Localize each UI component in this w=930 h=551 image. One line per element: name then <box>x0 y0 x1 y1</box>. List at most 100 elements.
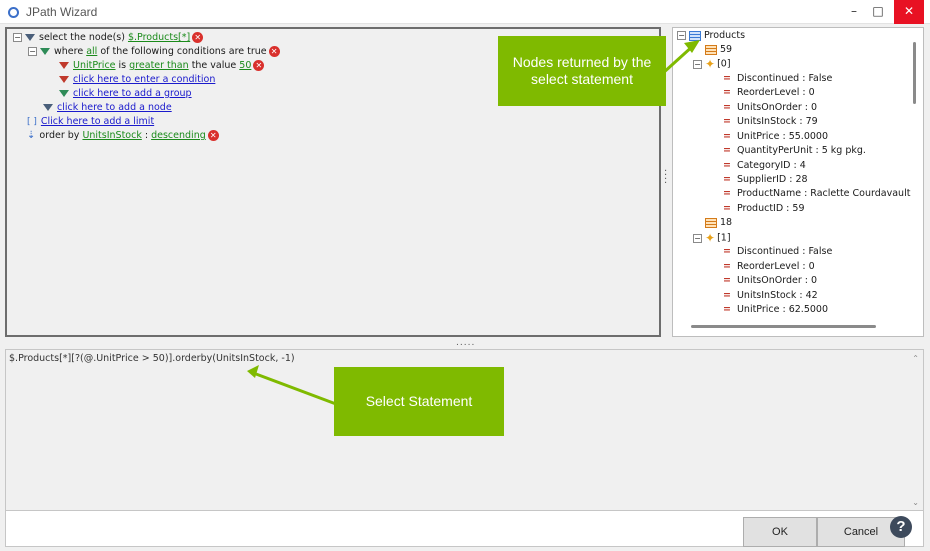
add-limit-row: [ ]Click here to add a limit <box>27 115 154 129</box>
ok-button[interactable]: OK <box>743 517 817 547</box>
close-button[interactable]: ✕ <box>894 0 924 24</box>
result-key-row[interactable]: 18 <box>705 216 732 230</box>
property-icon: = <box>723 246 731 257</box>
order-by-row: ⇣order by UnitsInStock : descending✕ <box>27 129 219 143</box>
result-field[interactable]: =Discontinued : False <box>723 246 833 257</box>
group-icon <box>59 90 69 97</box>
collapse-icon[interactable]: − <box>693 59 702 69</box>
result-index: [1] <box>717 232 731 244</box>
select-node-row: − select the node(s) $.Products[*]✕ <box>13 31 204 45</box>
condition-value-link[interactable]: 50 <box>239 60 252 71</box>
select-prefix: select the node(s) <box>39 32 125 43</box>
property-icon: = <box>723 160 731 171</box>
remove-icon[interactable]: ✕ <box>268 46 280 57</box>
maximize-button[interactable]: □ <box>872 4 884 18</box>
root-label: Products <box>704 30 746 41</box>
remove-icon[interactable]: ✕ <box>253 60 265 71</box>
result-field[interactable]: =ProductID : 59 <box>723 203 805 214</box>
result-field[interactable]: =Discontinued : False <box>723 73 833 84</box>
horizontal-scrollbar[interactable] <box>691 325 876 328</box>
condition-row: UnitPrice is greater than the value 50✕ <box>59 59 265 73</box>
property-icon: = <box>723 174 731 185</box>
filter-group-icon <box>40 48 50 55</box>
condition-the-value: the value <box>191 60 237 71</box>
add-group-link[interactable]: click here to add a group <box>73 88 192 99</box>
object-icon: ✦ <box>705 57 716 71</box>
result-field[interactable]: =ProductName : Raclette Courdavault <box>723 188 911 199</box>
add-condition-link[interactable]: click here to enter a condition <box>73 74 216 85</box>
add-node-link[interactable]: click here to add a node <box>57 102 172 113</box>
property-icon: = <box>723 116 731 127</box>
quantifier-link[interactable]: all <box>86 46 98 57</box>
remove-icon[interactable]: ✕ <box>207 130 219 141</box>
order-prefix: order by <box>39 130 80 141</box>
result-field[interactable]: =UnitsInStock : 42 <box>723 290 818 301</box>
result-key-row[interactable]: 59 <box>705 43 732 57</box>
property-icon: = <box>723 188 731 199</box>
result-field[interactable]: =UnitsInStock : 79 <box>723 116 818 127</box>
table-icon <box>705 217 717 228</box>
select-path-link[interactable]: $.Products[*] <box>127 32 191 43</box>
filter-icon <box>25 34 35 41</box>
result-key: 59 <box>720 44 733 55</box>
property-icon: = <box>723 275 731 286</box>
table-icon <box>689 30 701 41</box>
nodes-callout: Nodes returned by the select statement <box>498 36 666 106</box>
result-tree-panel[interactable]: −Products 59 −✦[0] =Discontinued : False… <box>672 27 924 337</box>
collapse-icon[interactable]: − <box>13 33 22 42</box>
property-icon: = <box>723 131 731 142</box>
tree-root[interactable]: − Products <box>677 29 745 43</box>
result-field[interactable]: =UnitsOnOrder : 0 <box>723 275 818 286</box>
statement-text[interactable]: $.Products[*][?(@.UnitPrice > 50)].order… <box>9 353 295 364</box>
result-field[interactable]: =UnitPrice : 62.5000 <box>723 304 829 315</box>
scroll-down-icon[interactable]: ⌄ <box>912 498 919 507</box>
property-icon: = <box>723 290 731 301</box>
table-icon <box>705 44 717 55</box>
vertical-scrollbar[interactable] <box>913 42 916 104</box>
add-limit-link[interactable]: Click here to add a limit <box>40 116 155 127</box>
result-index: [0] <box>717 58 731 70</box>
add-node-row: click here to add a node <box>43 101 172 115</box>
result-field[interactable]: =SupplierID : 28 <box>723 174 808 185</box>
sort-icon: ⇣ <box>27 130 36 141</box>
where-prefix: where <box>54 46 84 57</box>
property-icon: = <box>723 304 731 315</box>
scroll-up-icon[interactable]: ⌃ <box>912 354 919 363</box>
minimize-button[interactable]: – <box>851 4 857 18</box>
result-field[interactable]: =QuantityPerUnit : 5 kg pkg. <box>723 145 866 156</box>
help-icon[interactable]: ? <box>890 516 912 538</box>
result-field[interactable]: =UnitsOnOrder : 0 <box>723 102 818 113</box>
property-icon: = <box>723 203 731 214</box>
where-suffix: of the following conditions are true <box>100 46 267 57</box>
result-field[interactable]: =CategoryID : 4 <box>723 160 806 171</box>
add-condition-row: click here to enter a condition <box>59 73 215 87</box>
condition-is: is <box>118 60 127 71</box>
order-separator: : <box>144 130 149 141</box>
window-title: JPath Wizard <box>26 5 98 19</box>
horizontal-splitter[interactable]: ..... <box>456 338 476 348</box>
property-icon: = <box>723 73 731 84</box>
order-direction-link[interactable]: descending <box>151 130 206 141</box>
condition-field-link[interactable]: UnitPrice <box>73 60 116 71</box>
remove-icon[interactable]: ✕ <box>192 32 204 43</box>
statement-callout: Select Statement <box>334 367 504 436</box>
property-icon: = <box>723 261 731 272</box>
result-field[interactable]: =UnitPrice : 55.0000 <box>723 131 829 142</box>
condition-operator-link[interactable]: greater than <box>129 60 189 71</box>
collapse-icon[interactable]: − <box>693 233 702 243</box>
brackets-icon: [ ] <box>27 117 37 127</box>
result-field[interactable]: =ReorderLevel : 0 <box>723 87 815 98</box>
order-field-link[interactable]: UnitsInStock <box>82 130 142 141</box>
result-item-row[interactable]: −✦[1] <box>693 231 731 245</box>
add-group-row: click here to add a group <box>59 87 192 101</box>
result-field[interactable]: =ReorderLevel : 0 <box>723 261 815 272</box>
property-icon: = <box>723 87 731 98</box>
condition-icon <box>59 76 69 83</box>
result-item-row[interactable]: −✦[0] <box>693 57 731 71</box>
title-bar: JPath Wizard – □ ✕ <box>0 0 930 24</box>
vertical-splitter[interactable]: ···· <box>664 166 668 189</box>
collapse-icon[interactable]: − <box>28 47 37 56</box>
app-icon <box>8 7 19 18</box>
condition-icon <box>59 62 69 69</box>
collapse-icon[interactable]: − <box>677 31 686 40</box>
